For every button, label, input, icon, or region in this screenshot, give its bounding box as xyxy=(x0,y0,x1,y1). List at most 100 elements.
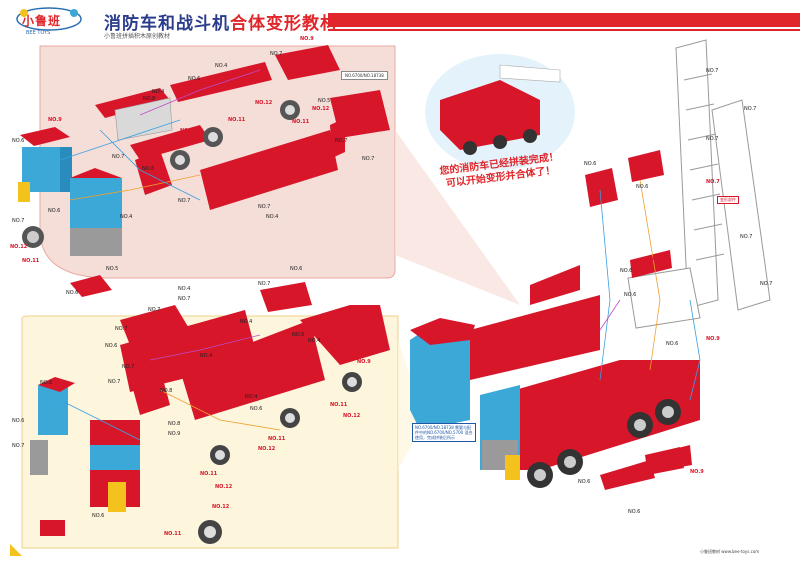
page-corner-icon xyxy=(10,544,22,556)
logo-subtext: BEE TOYS xyxy=(26,30,51,36)
label-no4-6: NO.4 xyxy=(240,319,252,325)
label-no6-17: NO.6 xyxy=(666,341,678,347)
label-no7-13: NO.7 xyxy=(108,379,120,385)
label-no6-10: NO.6 xyxy=(250,406,262,412)
label-no4-1: NO.4 xyxy=(215,63,227,69)
page-subtitle: 小鲁班拼插积木原创教材 xyxy=(104,33,171,40)
upper-chassis-group xyxy=(95,45,390,210)
page-title: 消防车和战斗机合体变形教材 xyxy=(104,9,338,34)
label-no4-5: NO.4 xyxy=(178,286,190,292)
transform-tag: 变形部件 xyxy=(717,196,739,204)
label-no12-6: NO.12 xyxy=(258,446,276,452)
label-no7-16: NO.7 xyxy=(744,106,756,112)
label-no6-14: NO.6 xyxy=(636,184,648,190)
label-no12-4: NO.12 xyxy=(10,244,28,250)
label-no7-1: NO.7 xyxy=(270,51,282,57)
label-no4-8: NO.4 xyxy=(200,353,212,359)
label-no6-11: NO.6 xyxy=(12,418,24,424)
lower-chassis-group xyxy=(120,282,390,420)
label-no6-19: NO.6 xyxy=(628,509,640,515)
upper-grey-pieces xyxy=(114,97,173,141)
label-no4-2: NO.4 xyxy=(152,89,164,95)
header-stripe-thin xyxy=(328,29,800,31)
label-no11-1: NO.11 xyxy=(228,117,246,123)
label-no5-1: NO.5 xyxy=(318,98,330,104)
upper-cab-group xyxy=(18,127,122,297)
label-no7-4: NO.7 xyxy=(112,154,124,160)
label-no11-2: NO.11 xyxy=(292,119,310,125)
label-no8-3: NO.8 xyxy=(168,421,180,427)
label-no8-2: NO.8 xyxy=(160,388,172,394)
label-no6-18: NO.6 xyxy=(578,479,590,485)
info-box-lower: NO.6700/NO.18738 需要与配件中的NO.6700/NO.5700 … xyxy=(412,423,476,442)
title-part-1: 消防车和战斗机 xyxy=(104,14,230,34)
label-no12-3: NO.12 xyxy=(180,128,198,134)
label-no6-15: NO.6 xyxy=(620,268,632,274)
label-no6-3: NO.6 xyxy=(142,166,154,172)
label-no4-9: NO.4 xyxy=(245,394,257,400)
label-no7-17: NO.7 xyxy=(706,136,718,142)
label-no7-18: NO.7 xyxy=(706,179,720,185)
label-no8-1: NO.8 xyxy=(143,96,155,102)
footer-text: 小鲁班教材 www.bee-toys.com xyxy=(700,549,760,554)
label-no11-3: NO.11 xyxy=(22,258,40,264)
label-no11-4: NO.11 xyxy=(330,402,348,408)
label-no6-9: NO.6 xyxy=(40,380,52,386)
title-part-2: 合体变形教材 xyxy=(230,14,338,34)
label-no6-5: NO.6 xyxy=(66,290,78,296)
part-labels: NO.9 NO.7 NO.4 NO.6 NO.4 NO.8 NO.12 NO.1… xyxy=(10,36,772,537)
label-no7-5: NO.7 xyxy=(178,198,190,204)
header-stripe xyxy=(328,13,800,27)
label-no7-6: NO.7 xyxy=(258,204,270,210)
callout-wedge-upper xyxy=(395,130,520,305)
label-no5-2: NO.5 xyxy=(106,266,118,272)
label-no12-1: NO.12 xyxy=(255,100,273,106)
label-no7-7: NO.7 xyxy=(12,218,24,224)
label-no6-13: NO.6 xyxy=(584,161,596,167)
label-no7-15: NO.7 xyxy=(706,68,718,74)
label-no7-10: NO.7 xyxy=(148,307,160,313)
label-no4-3: NO.4 xyxy=(266,214,278,220)
logo-text: 小鲁班 xyxy=(22,14,62,28)
label-no7-8: NO.7 xyxy=(258,281,270,287)
label-no7-14: NO.7 xyxy=(12,443,24,449)
label-no9-3: NO.9 xyxy=(357,359,371,365)
label-no6-1: NO.6 xyxy=(188,76,200,82)
label-no6-16: NO.6 xyxy=(624,292,636,298)
label-no9-4: NO.9 xyxy=(168,431,180,437)
fire-truck-assembled xyxy=(410,265,700,490)
completed-truck-photo xyxy=(425,54,575,170)
label-no7-3: NO.7 xyxy=(362,156,374,162)
logo-icon xyxy=(16,7,82,31)
label-no7-12: NO.7 xyxy=(122,364,134,370)
label-no12-2: NO.12 xyxy=(312,106,330,112)
label-no9-2: NO.9 xyxy=(48,117,62,123)
info-box-upper: NO.6700/NO.18738 xyxy=(341,71,388,80)
assembly-arrows xyxy=(59,69,701,441)
label-no4-7: NO.4 xyxy=(308,338,320,344)
label-no11-5: NO.11 xyxy=(268,436,286,442)
lower-wheels xyxy=(198,372,362,544)
label-no12-7: NO.12 xyxy=(215,484,233,490)
ladder-group xyxy=(627,39,771,329)
upper-wheels xyxy=(170,100,300,170)
label-no11-6: NO.11 xyxy=(200,471,218,477)
label-no8-4: NO.8 xyxy=(650,256,664,262)
label-no12-8: NO.12 xyxy=(212,504,230,510)
label-no12-5: NO.12 xyxy=(343,413,361,419)
label-no6-8: NO.6 xyxy=(292,332,304,338)
label-no7-20: NO.7 xyxy=(760,281,772,287)
label-no6-2: NO.6 xyxy=(12,138,24,144)
label-no11-7: NO.11 xyxy=(164,531,182,537)
label-no6-7: NO.6 xyxy=(105,343,117,349)
label-no7-11: NO.7 xyxy=(115,326,127,332)
label-no9-5: NO.9 xyxy=(706,336,720,342)
label-no9-1: NO.9 xyxy=(300,36,314,42)
label-no7-9: NO.7 xyxy=(178,296,190,302)
ladder-red-pieces xyxy=(585,150,684,475)
label-no9-6: NO.9 xyxy=(690,469,704,475)
label-no4-4: NO.4 xyxy=(120,214,132,220)
label-no6-4: NO.6 xyxy=(48,208,60,214)
lower-cab-group xyxy=(30,377,140,536)
label-no6-6: NO.6 xyxy=(290,266,302,272)
